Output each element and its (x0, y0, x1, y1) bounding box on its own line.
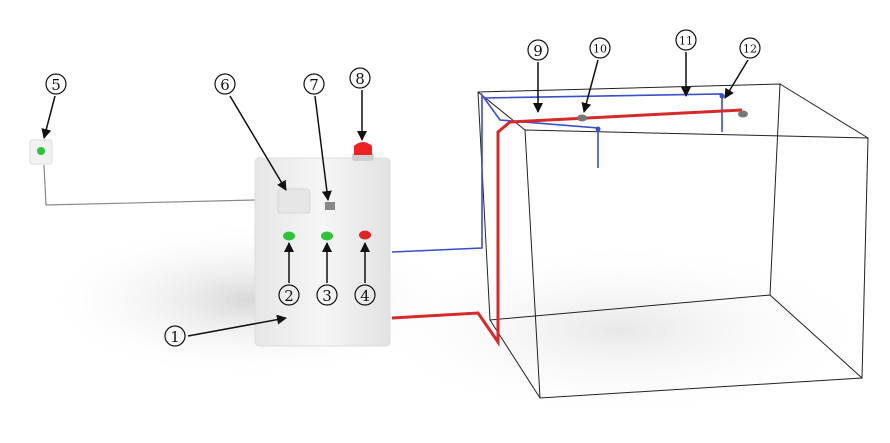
stop-button[interactable] (359, 230, 371, 240)
level-sensor (577, 114, 587, 122)
run-button[interactable] (321, 231, 333, 241)
outlet-nozzle (719, 93, 725, 99)
svg-text:3: 3 (322, 287, 332, 305)
sensor-green-light (37, 147, 45, 155)
control-cabinet (254, 157, 391, 347)
temperature-sensor (738, 110, 748, 118)
callout-7: 7 (303, 73, 325, 95)
svg-text:5: 5 (51, 76, 61, 94)
callout-8: 8 (349, 67, 371, 89)
outlet-nozzle (595, 126, 601, 132)
svg-text:12: 12 (743, 43, 757, 56)
callout-4: 4 (354, 284, 376, 306)
svg-text:1: 1 (170, 328, 180, 346)
inlet-pipe (391, 108, 743, 347)
sensor-cable (43, 164, 257, 206)
svg-text:10: 10 (593, 43, 607, 56)
callout-arrows (41, 52, 749, 337)
callout-11: 11 (675, 29, 697, 51)
svg-text:9: 9 (533, 42, 543, 60)
alarm-light (354, 142, 372, 155)
svg-text:8: 8 (355, 70, 365, 88)
callout-3: 3 (316, 284, 338, 306)
svg-text:4: 4 (360, 287, 370, 305)
callout-5: 5 (45, 73, 67, 95)
indicator-square (325, 202, 335, 210)
svg-text:7: 7 (309, 76, 319, 94)
start-button[interactable] (283, 231, 295, 241)
svg-text:11: 11 (679, 35, 693, 48)
callout-6: 6 (214, 73, 236, 95)
svg-text:6: 6 (220, 76, 230, 94)
callout-12: 12 (739, 37, 761, 59)
display-screen (277, 188, 311, 214)
outlet-pipe (391, 92, 723, 253)
callout-2: 2 (278, 284, 300, 306)
callout-10: 10 (589, 37, 611, 59)
svg-text:2: 2 (284, 287, 294, 305)
callout-1: 1 (164, 325, 186, 347)
floor-shadow (360, 240, 880, 420)
callout-9: 9 (527, 39, 549, 61)
